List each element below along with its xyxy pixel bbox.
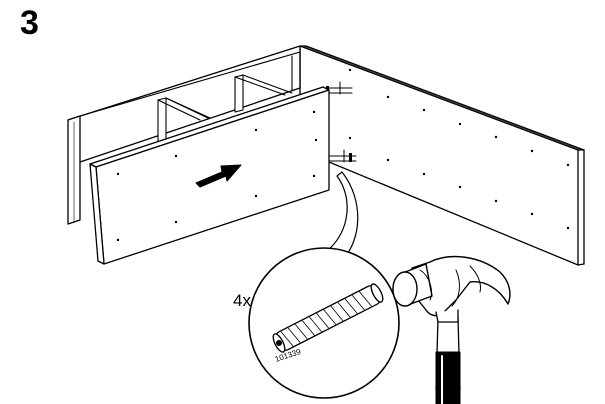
arrow-right-icon (195, 164, 242, 188)
wooden-dowel-icon (272, 283, 384, 353)
side-panel-holes (348, 68, 570, 230)
front-panel-holes (116, 110, 318, 242)
back-frame (67, 45, 357, 225)
quantity-label: 4x (233, 291, 251, 310)
callout-pointer (325, 171, 359, 261)
step-number: 3 (20, 4, 39, 42)
hammer-icon (392, 255, 511, 404)
